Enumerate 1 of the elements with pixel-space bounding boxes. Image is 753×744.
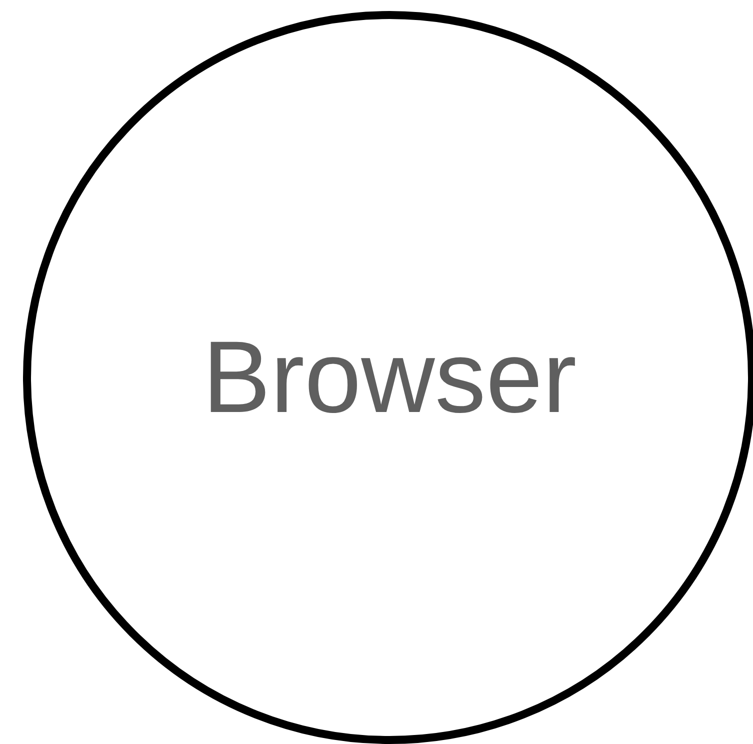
node-label: Browser xyxy=(202,319,577,436)
